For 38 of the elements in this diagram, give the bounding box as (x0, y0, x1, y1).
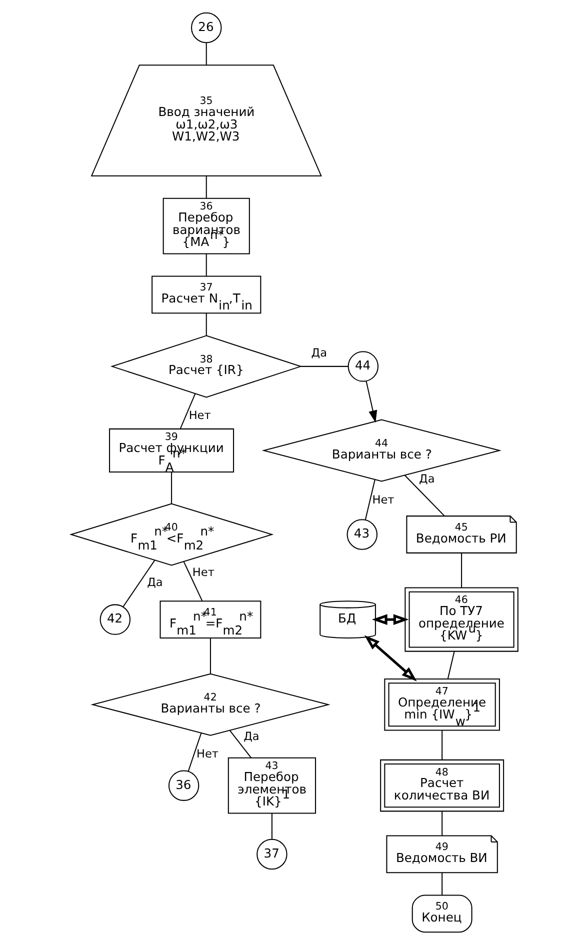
connector (205, 313, 206, 336)
connector (182, 562, 202, 602)
connector (170, 472, 172, 504)
connector (441, 730, 442, 760)
node-circle: 36 (168, 770, 199, 801)
arrow (371, 614, 408, 625)
connector (300, 366, 348, 367)
node-circle: 42 (99, 604, 130, 635)
edge-label: Да (146, 576, 162, 589)
edge-label: Нет (188, 408, 210, 422)
edge-label: Нет (196, 748, 218, 761)
edge-label: Нет (372, 494, 394, 507)
arrow (365, 380, 377, 423)
connector (205, 42, 206, 65)
connector (446, 651, 454, 679)
connector (270, 813, 272, 840)
node-circle: 44 (347, 351, 378, 382)
connector (205, 176, 206, 198)
connector (364, 480, 375, 520)
connector (441, 872, 442, 896)
node-diamond: 38 Расчет {IR} (110, 335, 302, 398)
connector (122, 560, 155, 607)
connector (404, 474, 444, 516)
node-circle: 26 (190, 12, 222, 44)
node-box: 50 Конец (411, 894, 472, 933)
edge-label: Нет (192, 566, 214, 579)
connector (179, 394, 196, 430)
node-circle: 43 (346, 519, 377, 550)
node-box: 48 Расчет количества ВИ (380, 759, 504, 812)
arrow (364, 635, 416, 682)
connector (205, 254, 206, 276)
node-circle: 37 (256, 838, 287, 870)
edge-label: Да (310, 346, 327, 360)
connector (187, 733, 202, 772)
connector (209, 638, 210, 674)
connector (460, 553, 462, 588)
connector (441, 811, 442, 836)
connector (229, 730, 252, 758)
